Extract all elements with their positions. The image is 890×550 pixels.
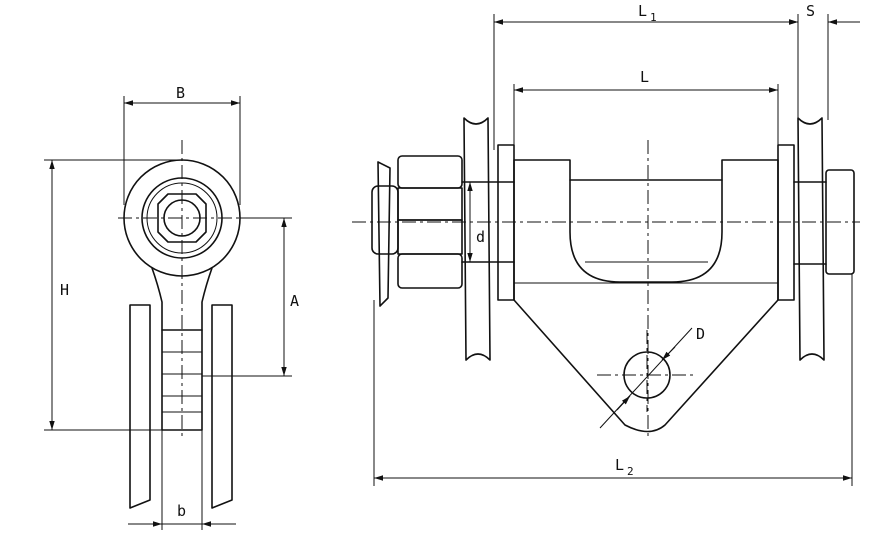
left-beam-flange xyxy=(463,117,491,361)
label-L2: L xyxy=(615,456,624,474)
label-L1-subscript: 1 xyxy=(650,11,657,24)
clamp-body xyxy=(513,159,779,433)
label-L2-subscript: 2 xyxy=(627,465,634,478)
right-flange xyxy=(211,304,233,509)
label-b: b xyxy=(177,502,186,520)
label-S: S xyxy=(806,2,815,20)
label-L: L xyxy=(640,68,649,86)
eye-neck xyxy=(151,267,213,331)
label-B: B xyxy=(176,84,185,102)
label-D: D xyxy=(696,325,705,343)
left-flange xyxy=(129,304,151,509)
front-view: D d L L 1 S xyxy=(352,2,860,486)
left-nut-bottom xyxy=(397,253,463,289)
hex-nut xyxy=(157,193,207,243)
label-H: H xyxy=(60,281,69,299)
dimension-D xyxy=(599,327,693,429)
left-nut-lower xyxy=(397,219,463,255)
label-L1: L xyxy=(638,2,647,20)
right-beam-flange xyxy=(797,117,825,361)
pin-head xyxy=(371,185,399,255)
left-nut-middle xyxy=(397,187,463,221)
side-view: B H A b xyxy=(44,84,299,530)
label-A: A xyxy=(290,292,299,310)
shank xyxy=(161,329,203,431)
label-d: d xyxy=(476,228,485,246)
split-pin xyxy=(377,161,391,307)
u-cutout xyxy=(569,179,723,283)
left-nut-top xyxy=(397,155,463,189)
